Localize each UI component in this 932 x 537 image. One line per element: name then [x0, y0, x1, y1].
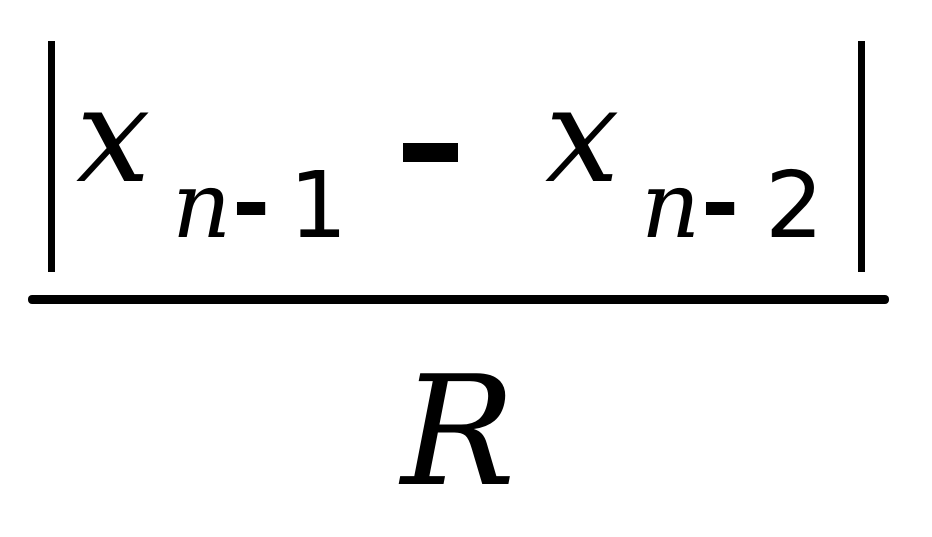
numerator-term1-subscript-letter: n [172, 152, 232, 259]
numerator-term1-variable: x [76, 59, 151, 213]
absolute-value-right-bar [858, 41, 865, 272]
denominator-variable: R [401, 343, 516, 520]
numerator-term2-subscript-letter: n [641, 152, 701, 259]
numerator-term2-subscript-operator: - [701, 150, 740, 257]
numerator-term1-subscript-number: 1 [289, 152, 348, 259]
numerator-term2-variable: x [545, 59, 620, 213]
numerator-term2-subscript-number: 2 [765, 152, 824, 259]
numerator-minus-operator: - [403, 143, 458, 162]
numerator-term1-subscript-operator: - [232, 150, 271, 257]
absolute-value-left-bar [48, 41, 55, 272]
fraction-bar [28, 295, 889, 304]
